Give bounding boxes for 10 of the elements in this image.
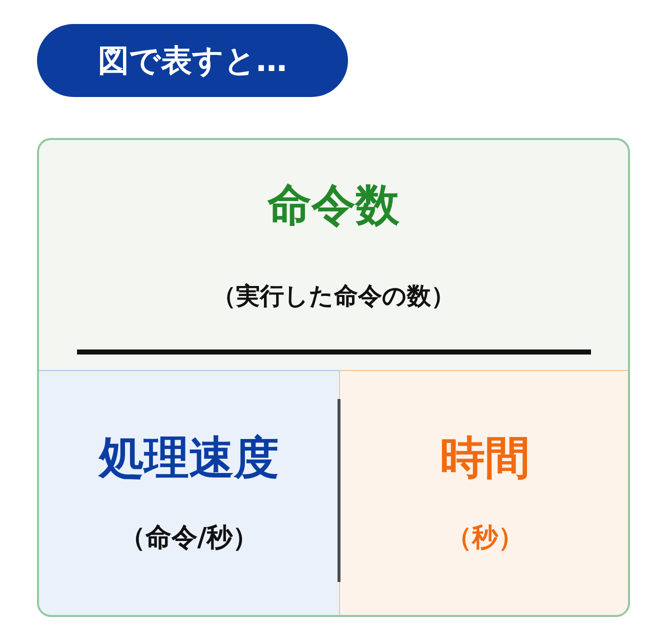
time-unit: （秒） (446, 523, 524, 554)
count-heading: 命令数 (268, 180, 400, 233)
time-panel (339, 370, 628, 615)
speed-heading: 処理速度 (99, 431, 279, 485)
heading-pill: 図で表すと… (37, 24, 348, 97)
time-heading: 時間 (440, 431, 530, 485)
speed-unit: （命令/秒） (119, 523, 259, 554)
count-note: （実行した命令の数） (212, 282, 455, 311)
speed-panel (39, 370, 339, 615)
fraction-panel (37, 138, 630, 617)
